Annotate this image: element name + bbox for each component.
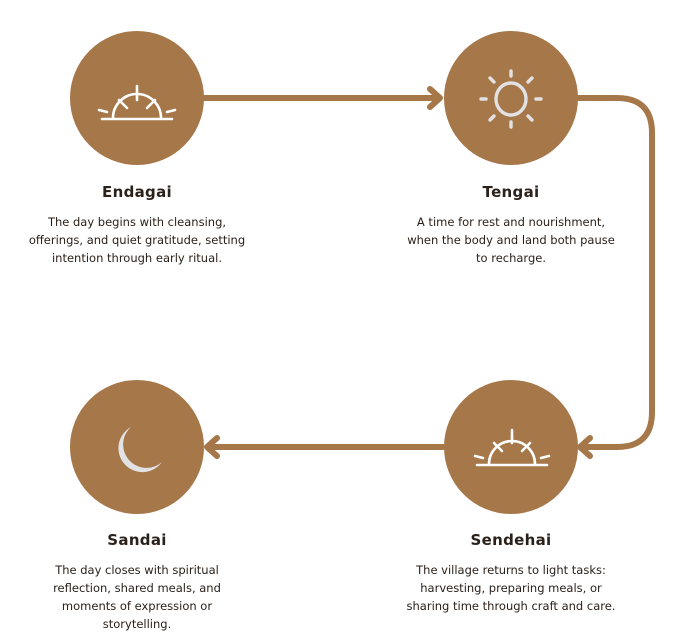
stage-description: A time for rest and nourishment, when th…: [407, 215, 615, 265]
arrow-sendehai-to-sandai: [204, 435, 446, 459]
arrow-endagai-to-tengai: [201, 86, 443, 110]
sendehai-circle: [444, 380, 578, 514]
stage-sendehai: Sendehai The village returns to light ta…: [381, 531, 641, 615]
tengai-circle: [444, 31, 578, 165]
stage-title: Sandai: [107, 531, 167, 549]
stage-description: The day closes with spiritual reflection…: [53, 563, 221, 631]
sun-icon: [479, 69, 543, 129]
moon-icon: [118, 427, 162, 473]
stage-sandai: Sandai The day closes with spiritual ref…: [7, 531, 267, 633]
stage-description: The village returns to light tasks: harv…: [406, 563, 616, 613]
stage-title: Tengai: [482, 183, 540, 201]
stage-endagai: Endagai The day begins with cleansing, o…: [7, 183, 267, 267]
stage-description: The day begins with cleansing, offerings…: [28, 215, 246, 265]
stage-title: Endagai: [102, 183, 172, 201]
arrow-tengai-to-sendehai: [575, 95, 655, 459]
sunset-moon-icon: [473, 411, 551, 467]
stage-tengai: Tengai A time for rest and nourishment, …: [381, 183, 641, 267]
sandai-circle: [70, 380, 204, 514]
stage-title: Sendehai: [470, 531, 552, 549]
sunrise-icon: [97, 84, 177, 121]
